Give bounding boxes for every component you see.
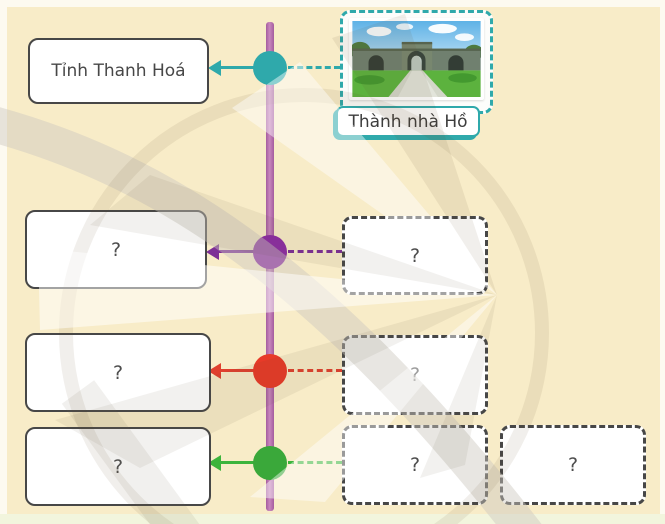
arrow-shaft [217, 250, 255, 253]
question-mark: ? [409, 454, 421, 476]
arrow-shaft [219, 369, 255, 372]
answer-box-red[interactable]: ? [25, 333, 211, 412]
item-card-red[interactable]: ? [342, 335, 488, 415]
page-edge-top [0, 0, 665, 7]
page-edge-left [0, 0, 7, 524]
question-mark: ? [110, 238, 122, 261]
item-card-green-2[interactable]: ? [500, 425, 646, 505]
arrow-left-icon [208, 60, 221, 76]
timeline-node-green [253, 446, 287, 480]
answer-box-label: Tỉnh Thanh Hoá [51, 61, 186, 81]
page-edge-bottom [0, 514, 665, 524]
question-mark: ? [567, 454, 579, 476]
dashed-connector-purple [288, 250, 342, 253]
question-mark: ? [409, 364, 421, 386]
question-mark: ? [409, 244, 421, 267]
arrow-left-icon [208, 455, 221, 471]
photo-caption-label: Thành nhà Hồ [348, 111, 468, 132]
thanh-nha-ho-photo [349, 18, 484, 100]
arrow-shaft [219, 66, 255, 69]
item-card-green-1[interactable]: ? [342, 425, 488, 505]
dashed-connector-red [288, 369, 342, 372]
photo-caption: Thành nhà Hồ [336, 106, 480, 137]
item-card-thanh-nha-ho[interactable] [340, 10, 493, 114]
timeline-node-teal [253, 51, 287, 85]
answer-box-green[interactable]: ? [25, 427, 211, 506]
question-mark: ? [112, 455, 124, 478]
question-mark: ? [112, 361, 124, 384]
dashed-connector-green [288, 461, 342, 464]
dashed-connector-teal [288, 66, 340, 69]
timeline-node-purple [253, 235, 287, 269]
page-edge-right [660, 0, 665, 524]
answer-box-purple[interactable]: ? [25, 210, 207, 289]
arrow-left-icon [208, 363, 221, 379]
item-card-purple[interactable]: ? [342, 216, 488, 295]
answer-box-thanh-hoa[interactable]: Tỉnh Thanh Hoá [28, 38, 209, 104]
timeline-node-red [253, 354, 287, 388]
arrow-shaft [219, 461, 255, 464]
